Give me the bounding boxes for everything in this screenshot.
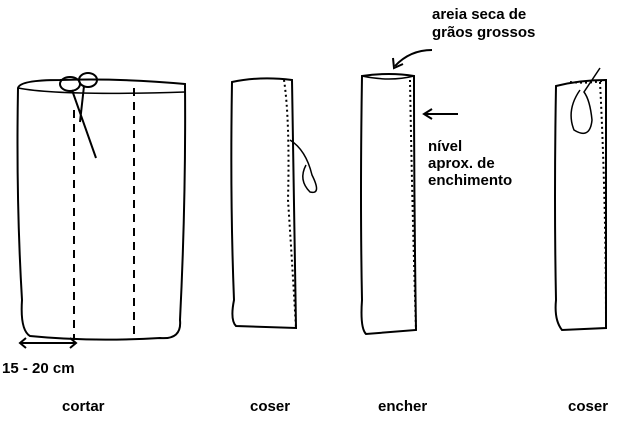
step-label-fill: encher xyxy=(378,398,428,415)
thread-icon xyxy=(289,139,318,194)
bag-sew xyxy=(230,77,318,330)
sand-label-line2: grãos grossos xyxy=(432,24,536,41)
sand-label-line1: areia seca de xyxy=(432,6,527,23)
bag-closed xyxy=(554,67,607,332)
step-label-sew: coser xyxy=(250,398,291,415)
step-label-cut: cortar xyxy=(62,398,105,415)
level-label-line1: nível xyxy=(428,138,463,155)
level-label-line2: aprox. de xyxy=(428,155,495,172)
scissors-icon xyxy=(59,72,98,159)
step-label-sew-closed: coser xyxy=(568,398,609,415)
width-label: 15 - 20 cm xyxy=(2,360,75,377)
thread-icon xyxy=(570,67,601,135)
sand-arrow xyxy=(394,49,433,67)
level-label-line3: enchimento xyxy=(428,172,513,189)
bag-cut xyxy=(16,72,187,349)
bag-fill xyxy=(360,49,458,336)
